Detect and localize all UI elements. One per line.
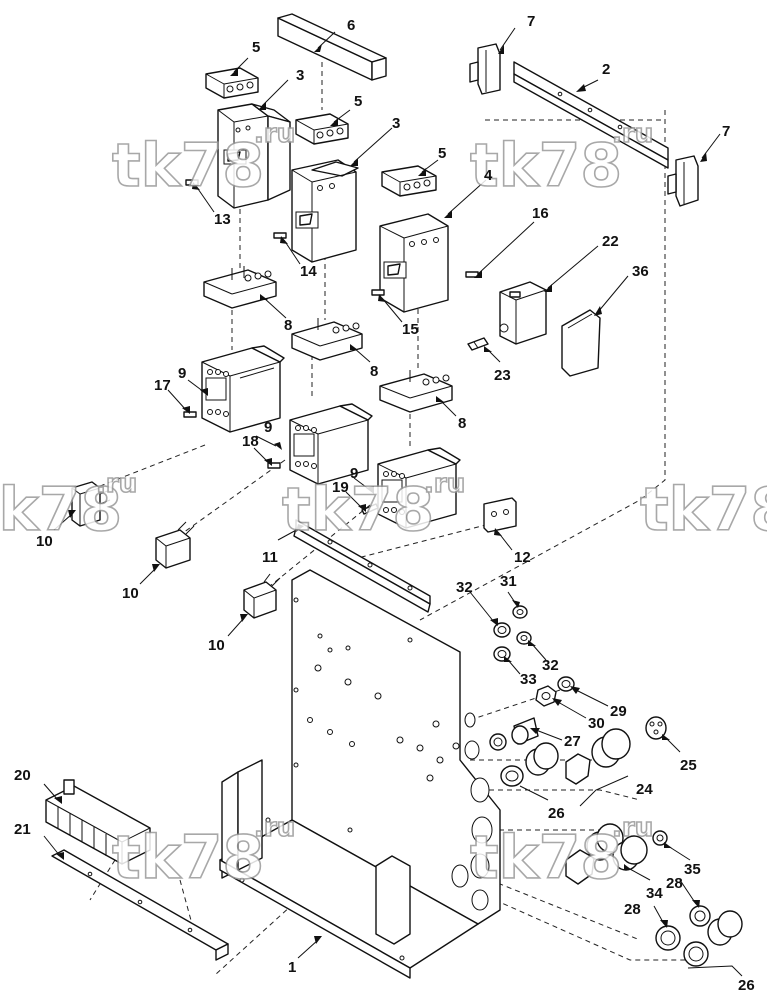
callout-21: 21 <box>14 821 31 838</box>
watermark-text: tk78 <box>0 475 122 545</box>
part-5-connector-b <box>295 113 349 145</box>
callout-7: 7 <box>722 123 730 140</box>
callout-33: 32 <box>456 579 473 596</box>
callout-5: 5 <box>252 39 260 56</box>
watermark: tk78 .ru tk78 .ru tk78 .ru tk78 .ru tk78… <box>0 118 767 894</box>
part-9-contactor-c <box>377 447 461 529</box>
callout-3: 3 <box>392 115 400 132</box>
callout-12: 12 <box>514 549 531 566</box>
watermark-text: tk78 <box>470 131 622 201</box>
callout-1: 1 <box>288 959 296 976</box>
part-10-suppressor-c <box>243 573 281 619</box>
callout-35: 35 <box>684 861 701 878</box>
part-20-terminal-block <box>45 779 151 865</box>
callout-27: 27 <box>564 733 581 750</box>
part-8-cover-a <box>203 266 277 309</box>
part-7-end-stop-b <box>667 155 699 207</box>
watermark-text: tk78 <box>112 823 264 893</box>
callout-31: 30 <box>588 715 605 732</box>
part-1-chassis <box>219 569 501 979</box>
callout-2: 2 <box>602 61 610 78</box>
callout-5: 5 <box>438 145 446 162</box>
watermark-domain: .ru <box>612 813 653 843</box>
part-11-mounting-strip <box>293 519 431 613</box>
callout-16: 16 <box>532 205 549 222</box>
callout-9: 9 <box>350 465 358 482</box>
callout-17: 17 <box>154 377 171 394</box>
callout-24: 24 <box>636 781 653 798</box>
part-2-din-rail <box>513 61 669 169</box>
watermark-domain: .ru <box>96 469 137 499</box>
part-36-plate <box>561 309 601 377</box>
part-5-connector-a <box>205 67 259 99</box>
part-8-cover-b <box>291 318 363 361</box>
callout-32: 32 <box>542 657 559 674</box>
callout-19: 19 <box>332 479 349 496</box>
callout-13: 13 <box>214 211 231 228</box>
callout-18: 18 <box>242 433 259 450</box>
callout-10: 10 <box>208 637 225 654</box>
part-4-breaker-c <box>379 213 449 313</box>
callout-8: 8 <box>370 363 378 380</box>
callout-26: 26 <box>548 805 565 822</box>
part-5-connector-c <box>381 165 437 197</box>
callout-30: 29 <box>610 703 627 720</box>
callout-23: 23 <box>494 367 511 384</box>
callout-20: 20 <box>14 767 31 784</box>
callout-29: 28 <box>624 901 641 918</box>
part-3-breaker-b <box>291 159 359 263</box>
callout-32: 31 <box>500 573 517 590</box>
part-10-suppressor-b <box>155 521 195 569</box>
callout-4: 4 <box>484 167 493 184</box>
callout-7: 7 <box>527 13 535 30</box>
callout-33: 33 <box>520 671 537 688</box>
part-10-suppressor-a <box>71 481 111 527</box>
watermark-domain: .ru <box>424 469 465 499</box>
callout-5: 5 <box>354 93 362 110</box>
watermark-domain: .ru <box>254 119 295 149</box>
cable-glands <box>489 605 743 967</box>
watermark-text: tk78 <box>282 475 434 545</box>
callout-28: 28 <box>666 875 683 892</box>
part-9-contactor-a <box>201 345 285 433</box>
callout-26: 26 <box>738 977 755 994</box>
part-21-mounting-rail <box>51 849 229 961</box>
callout-10: 10 <box>36 533 53 550</box>
part-7-end-stop-a <box>469 43 501 95</box>
watermark-text: tk78 <box>470 823 622 893</box>
watermark-domain: .ru <box>612 119 653 149</box>
callout-3: 3 <box>296 67 304 84</box>
callout-34: 34 <box>646 885 663 902</box>
part-23-fuse <box>467 337 489 351</box>
callout-labels: 6 7 2 5 3 5 3 5 4 7 13 14 15 16 22 36 8 … <box>14 13 755 994</box>
callout-14: 14 <box>300 263 317 280</box>
callout-9: 9 <box>264 419 272 436</box>
watermark-text: tk78 <box>640 475 767 545</box>
callout-15: 15 <box>402 321 419 338</box>
part-9-contactor-b <box>289 403 373 485</box>
watermark-text: tk78 <box>112 131 264 201</box>
part-6-cover-strip <box>277 13 387 81</box>
leader-lines <box>43 27 743 977</box>
callout-8: 8 <box>458 415 466 432</box>
callout-9: 9 <box>178 365 186 382</box>
callout-6: 6 <box>347 17 355 34</box>
callout-25: 25 <box>680 757 697 774</box>
watermark-domain: .ru <box>254 813 295 843</box>
callout-8: 8 <box>284 317 292 334</box>
callout-11: 11 <box>262 549 278 566</box>
callout-10: 10 <box>122 585 139 602</box>
callout-36: 36 <box>632 263 649 280</box>
callout-22: 22 <box>602 233 619 250</box>
part-8-cover-c <box>379 370 453 413</box>
part-12-bracket <box>483 497 517 533</box>
part-22-fuse-holder <box>499 281 547 345</box>
